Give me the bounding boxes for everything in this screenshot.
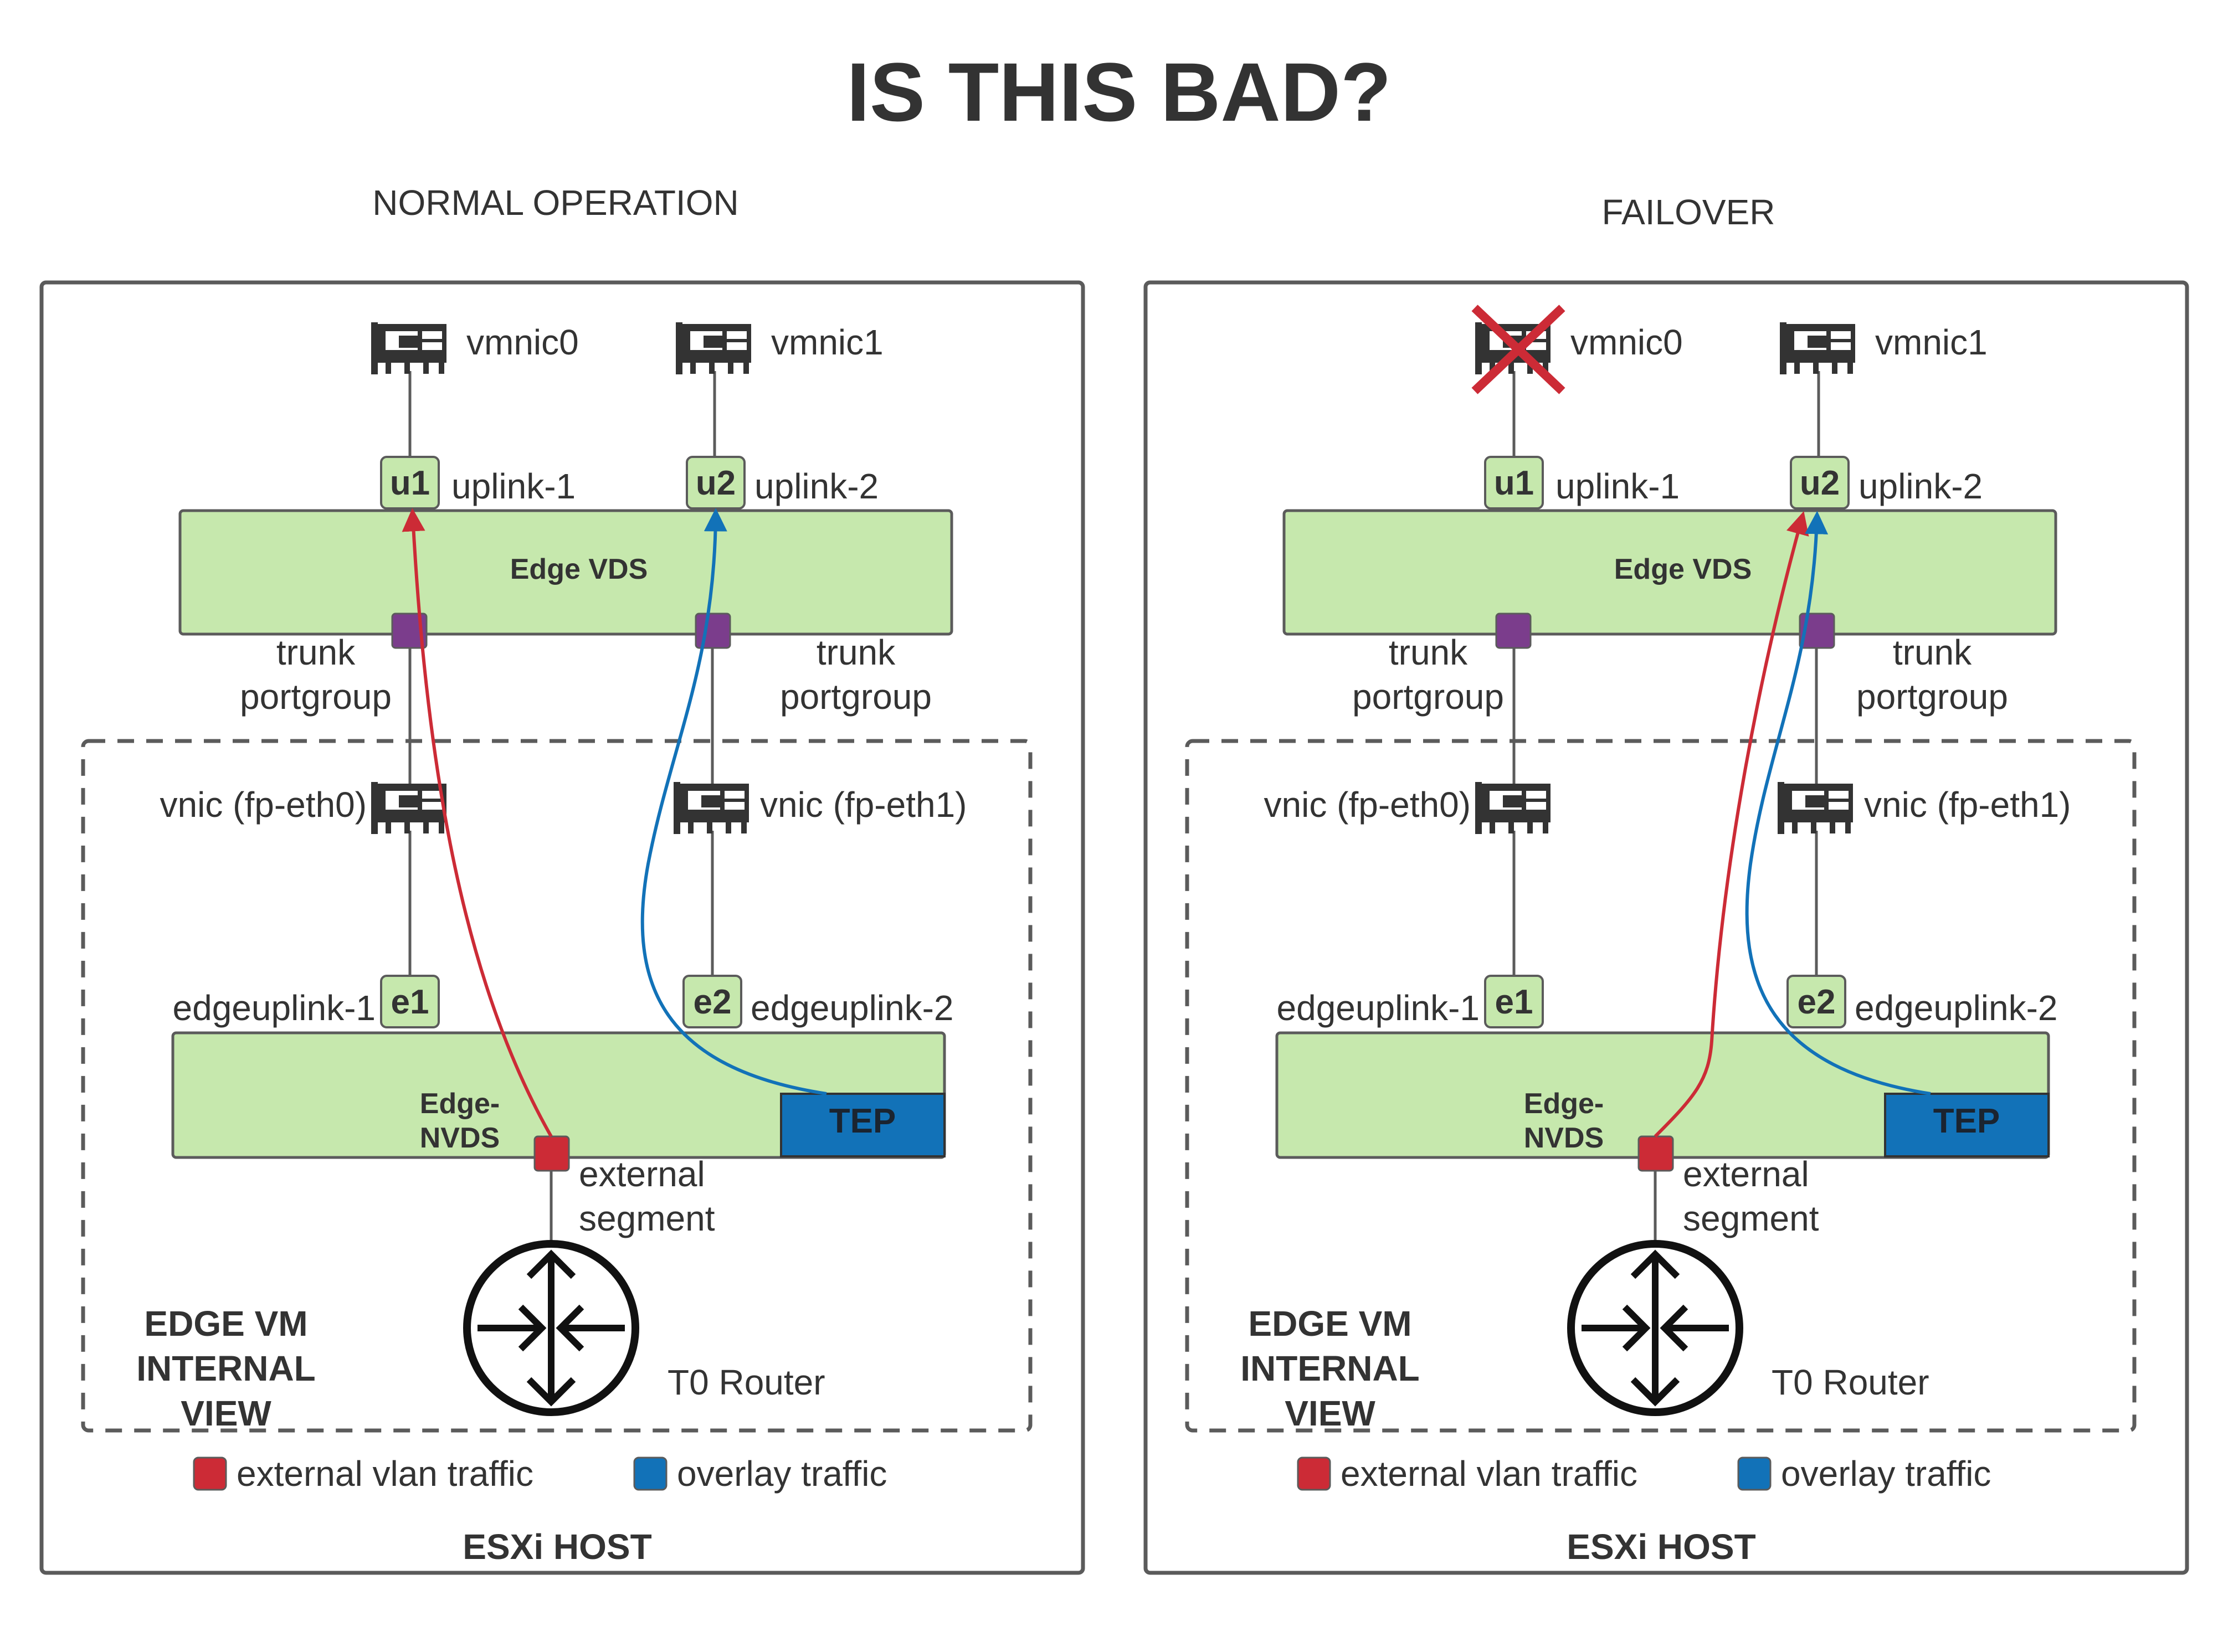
- edgeuplink-1-chip: [380, 975, 440, 1028]
- external-segment-label-line1: external: [579, 1154, 705, 1194]
- edgeuplink-1-label: edgeuplink-1: [1277, 988, 1480, 1028]
- edge-vm-label-line1: EDGE VM: [1248, 1304, 1411, 1344]
- esxi-host-label: ESXi HOST: [1567, 1527, 1755, 1567]
- trunk-portgroup-left-line2: portgroup: [1352, 677, 1504, 717]
- u1-label: u1: [1494, 464, 1534, 502]
- trunk-portgroup-left-line1: trunk: [1389, 632, 1468, 672]
- u2-label: u2: [696, 464, 736, 502]
- edge-nvds-label-line1: Edge-: [1524, 1088, 1604, 1120]
- legend-overlay-swatch: [1737, 1457, 1772, 1491]
- vmnic1-label: vmnic1: [771, 322, 884, 362]
- trunk-portgroup-right-line1: trunk: [1893, 632, 1972, 672]
- u1-label: u1: [390, 464, 430, 502]
- legend-external-swatch: [193, 1457, 227, 1491]
- edgeuplink-1-label: edgeuplink-1: [173, 988, 376, 1028]
- overlay-traffic-path: [640, 508, 827, 1095]
- edgeuplink-2-chip: [1786, 975, 1846, 1028]
- edge-vds-label: Edge VDS: [510, 553, 648, 585]
- panel-normal-operation: NORMAL OPERATION vmnic0 vmnic1 u1 uplink…: [39, 183, 1085, 1575]
- external-segment-port: [533, 1135, 570, 1172]
- external-segment-port: [1637, 1135, 1674, 1172]
- edgeuplink-2-label: edgeuplink-2: [751, 988, 954, 1028]
- vmnic0-label: vmnic0: [1570, 322, 1683, 362]
- edge-vm-internal-view-box: [81, 739, 1033, 1433]
- t0-router-label: T0 Router: [1772, 1362, 1929, 1402]
- t0-router-label: T0 Router: [668, 1362, 825, 1402]
- edge-vm-label-line1: EDGE VM: [144, 1304, 307, 1344]
- e1-label: e1: [391, 983, 429, 1021]
- tep-box: [1884, 1093, 2050, 1157]
- legend-external-label: external vlan traffic: [237, 1454, 533, 1494]
- external-vlan-traffic-path: [402, 508, 553, 1138]
- tep-label: TEP: [829, 1102, 896, 1140]
- edge-vm-internal-view-box: [1185, 739, 2137, 1433]
- edge-nvds-label-line2: NVDS: [1524, 1122, 1604, 1154]
- e2-label: e2: [1798, 983, 1836, 1021]
- vmnic1-label: vmnic1: [1875, 322, 1988, 362]
- legend-overlay-label: overlay traffic: [1781, 1454, 1991, 1494]
- trunk-portgroup-right-line1: trunk: [817, 632, 896, 672]
- uplink-2-chip: [1790, 456, 1850, 510]
- trunk-port-left: [391, 613, 428, 649]
- uplink-1-chip: [1484, 456, 1544, 510]
- legend-external-swatch: [1297, 1457, 1331, 1491]
- vmnic0-label: vmnic0: [466, 322, 579, 362]
- t0-router-icon: [463, 1240, 639, 1416]
- trunk-portgroup-right-line2: portgroup: [780, 677, 932, 717]
- edge-vds-box: [178, 509, 953, 636]
- trunk-portgroup-left-line1: trunk: [276, 632, 356, 672]
- trunk-port-right: [1799, 613, 1835, 649]
- trunk-port-right: [695, 613, 731, 649]
- edge-vm-label-line2: INTERNAL: [1240, 1349, 1420, 1388]
- vnic-fp-eth0-label: vnic (fp-eth0): [160, 785, 367, 825]
- edge-vds-box: [1282, 509, 2057, 636]
- edge-nvds-label-line2: NVDS: [420, 1122, 500, 1154]
- t0-router-icon: [1567, 1240, 1743, 1416]
- connection-wires: [408, 371, 716, 1241]
- uplink-2-label: uplink-2: [754, 466, 879, 506]
- esxi-host-label: ESXi HOST: [463, 1527, 651, 1567]
- vnic-fp-eth1-label: vnic (fp-eth1): [760, 785, 967, 825]
- trunk-port-left: [1495, 613, 1532, 649]
- panel-heading: NORMAL OPERATION: [372, 183, 738, 223]
- vnic-fp-eth0-label: vnic (fp-eth0): [1264, 785, 1471, 825]
- overlay-traffic-path: [1745, 511, 1931, 1095]
- edgeuplink-2-chip: [682, 975, 742, 1028]
- edgeuplink-2-label: edgeuplink-2: [1855, 988, 2058, 1028]
- uplink-2-label: uplink-2: [1859, 466, 1983, 506]
- trunk-portgroup-right-line2: portgroup: [1856, 677, 2008, 717]
- edge-nvds-label-line1: Edge-: [420, 1088, 500, 1120]
- e2-label: e2: [694, 983, 732, 1021]
- external-segment-label-line2: segment: [579, 1198, 715, 1238]
- external-vlan-traffic-path: [1654, 511, 1809, 1138]
- panel-failover: FAILOVER vmnic0 vmnic1 u1 uplink-1 u2 up…: [1143, 192, 2189, 1575]
- uplink-1-label: uplink-1: [1555, 466, 1680, 506]
- failed-x-icon: [1471, 305, 1565, 394]
- e1-label: e1: [1495, 983, 1533, 1021]
- u2-label: u2: [1800, 464, 1840, 502]
- legend-overlay-swatch: [633, 1457, 668, 1491]
- tep-label: TEP: [1933, 1102, 2000, 1140]
- legend-overlay-label: overlay traffic: [677, 1454, 887, 1494]
- edge-vm-label-line3: VIEW: [1285, 1393, 1375, 1433]
- connection-wires: [1512, 371, 1820, 1241]
- edge-vds-label: Edge VDS: [1614, 553, 1752, 585]
- edge-vm-label-line3: VIEW: [181, 1393, 271, 1433]
- uplink-1-label: uplink-1: [451, 466, 576, 506]
- edge-vm-label-line2: INTERNAL: [136, 1349, 316, 1388]
- legend-external-label: external vlan traffic: [1341, 1454, 1637, 1494]
- trunk-portgroup-left-line2: portgroup: [240, 677, 392, 717]
- vnic-fp-eth1-label: vnic (fp-eth1): [1864, 785, 2071, 825]
- page-title: IS THIS BAD?: [846, 45, 1391, 138]
- tep-box: [780, 1093, 946, 1157]
- external-segment-label-line2: segment: [1683, 1198, 1819, 1238]
- panel-heading: FAILOVER: [1602, 192, 1775, 232]
- edgeuplink-1-chip: [1484, 975, 1544, 1028]
- external-segment-label-line1: external: [1683, 1154, 1809, 1194]
